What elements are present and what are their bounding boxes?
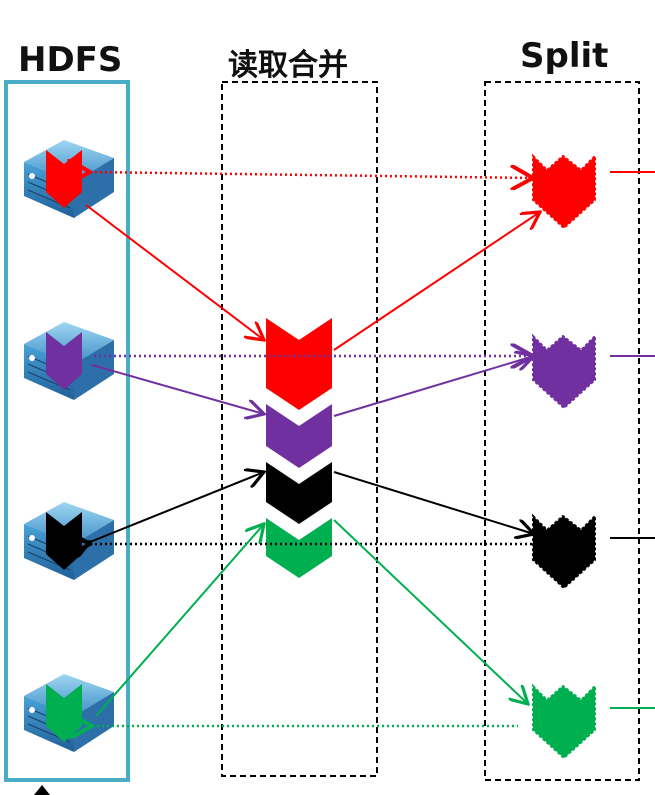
split-chevron-purple — [532, 333, 596, 410]
server-chevron-purple — [46, 332, 82, 390]
merged-chevron-purple — [266, 404, 332, 468]
merge-container — [221, 81, 378, 777]
server-icon-red — [24, 140, 114, 218]
arrow-purple-in — [91, 364, 264, 414]
server-icon-purple — [24, 322, 114, 400]
arrow-green-in — [95, 524, 264, 717]
arrow-black-in — [90, 472, 264, 542]
merge-label: 读取合并 — [228, 48, 348, 83]
arrow-green-out — [333, 519, 528, 704]
merged-chevron-red — [266, 318, 332, 410]
server-icon-black — [24, 502, 114, 580]
split-chevron-green — [532, 683, 596, 760]
arrow-black-out — [333, 471, 534, 534]
dotted-arrow-red — [90, 172, 533, 178]
split-chevron-black — [532, 513, 596, 590]
merged-chevron-green — [266, 518, 332, 578]
split-chevron-red — [532, 153, 596, 230]
arrow-red-out — [333, 212, 540, 351]
hdfs-container — [4, 80, 130, 782]
merged-block-stack — [266, 318, 332, 578]
split-label: Split — [520, 36, 609, 76]
bottom-arrow-icon — [34, 785, 50, 795]
arrow-red-in — [85, 204, 264, 340]
hdfs-label: HDFS — [18, 40, 123, 80]
merged-chevron-black — [266, 462, 332, 524]
arrow-purple-out — [333, 356, 534, 417]
server-icon-green — [24, 674, 114, 752]
split-blocks — [532, 153, 596, 760]
split-container — [484, 81, 640, 781]
